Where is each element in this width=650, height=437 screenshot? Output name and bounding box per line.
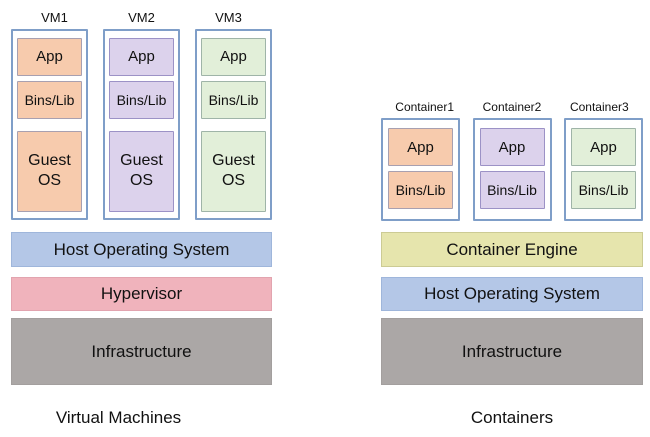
container-row: App Bins/Lib App Bins/Lib App Bins/Lib <box>381 118 643 221</box>
vm1-bins-lib-box: Bins/Lib <box>17 80 82 119</box>
vm-row: App Bins/Lib Guest OS App Bins/Lib Guest… <box>11 29 272 220</box>
vm2-bins-lib-box: Bins/Lib <box>109 80 174 119</box>
vm3-guest-os-box: Guest OS <box>201 130 266 212</box>
container1-box: App Bins/Lib <box>381 118 460 221</box>
vm2-guest-os-box: Guest OS <box>109 130 174 212</box>
vm3-box: App Bins/Lib Guest OS <box>195 29 272 220</box>
vm3-label: VM3 <box>215 10 242 25</box>
vm-label-row: VM1 VM2 VM3 <box>11 10 272 28</box>
host-os-bar-left: Host Operating System <box>11 232 272 267</box>
infrastructure-bar-right: Infrastructure <box>381 318 643 385</box>
container3-label: Container3 <box>569 100 629 114</box>
container1-app-box: App <box>388 128 453 166</box>
container2-box: App Bins/Lib <box>472 118 552 221</box>
hypervisor-bar: Hypervisor <box>11 277 272 311</box>
container3-box: App Bins/Lib <box>564 118 643 221</box>
container2-bins-lib-box: Bins/Lib <box>479 171 545 209</box>
host-os-bar-right: Host Operating System <box>381 277 643 311</box>
vm1-box: App Bins/Lib Guest OS <box>11 29 88 220</box>
vm1-label: VM1 <box>41 10 68 25</box>
container1-label: Container1 <box>395 100 455 114</box>
vm2-box: App Bins/Lib Guest OS <box>103 29 180 220</box>
vm1-guest-os-box: Guest OS <box>17 130 82 212</box>
vm3-app-box: App <box>201 38 266 76</box>
container-engine-bar: Container Engine <box>381 232 643 267</box>
vm1-app-box: App <box>17 38 82 76</box>
vm2-label: VM2 <box>128 10 155 25</box>
container2-app-box: App <box>479 128 545 166</box>
container-label-row: Container1 Container2 Container3 <box>381 99 643 114</box>
infrastructure-bar-left: Infrastructure <box>11 318 272 385</box>
container3-app-box: App <box>571 128 636 166</box>
vm3-bins-lib-box: Bins/Lib <box>201 80 266 119</box>
container3-bins-lib-box: Bins/Lib <box>571 171 636 209</box>
containers-caption: Containers <box>470 408 554 427</box>
virtual-machines-caption: Virtual Machines <box>55 408 182 427</box>
vm2-app-box: App <box>109 38 174 76</box>
container1-bins-lib-box: Bins/Lib <box>388 171 453 209</box>
container2-label: Container2 <box>482 100 542 114</box>
